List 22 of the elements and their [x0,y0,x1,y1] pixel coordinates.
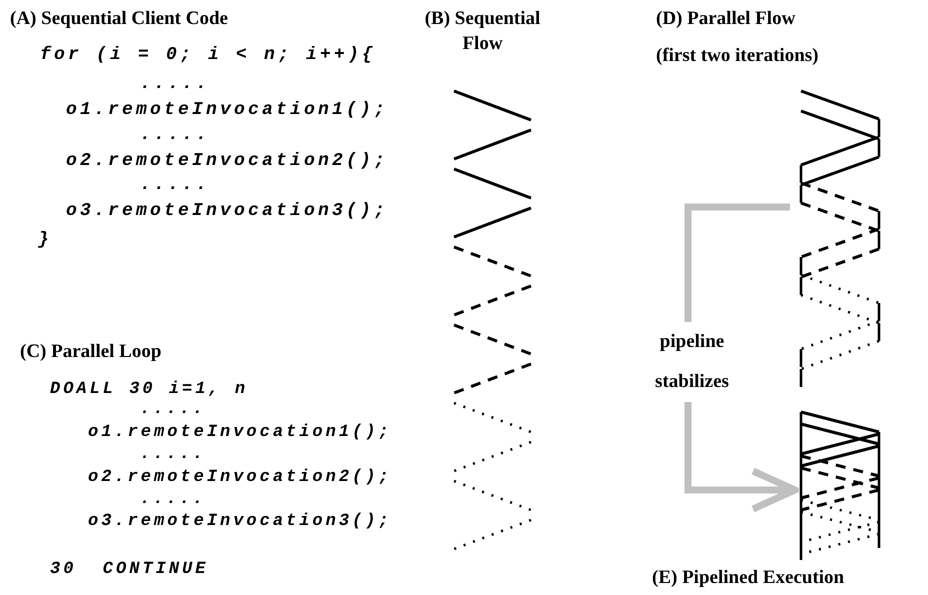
panel-heading: (C) Parallel Loop [20,340,162,364]
code-line: ..... [140,174,210,196]
code-line: for (i = 0; i < n; i++){ [40,44,376,66]
code-line: o1.remoteInvocation1(); [66,99,388,121]
code-line: } [38,229,52,251]
code-line: ..... [140,489,206,511]
code-line: o2.remoteInvocation2(); [88,467,392,489]
panel-heading: (E) Pipelined Execution [652,566,844,590]
panel-heading: (A) Sequential Client Code [10,7,228,31]
code-line: o2.remoteInvocation2(); [66,150,388,172]
panel-heading: (B) Sequential Flow [424,7,542,56]
code-line: 30 CONTINUE [50,559,208,581]
code-line: ..... [140,444,206,466]
panel-heading: (first two iterations) [656,44,819,68]
code-line: ..... [140,73,210,95]
code-line: o3.remoteInvocation3(); [88,511,392,533]
panel-heading: (D) Parallel Flow [656,7,796,31]
code-line: DOALL 30 i=1, n [50,379,248,401]
code-line: ..... [140,399,206,421]
code-line: o1.remoteInvocation1(); [88,422,392,444]
code-line: ..... [140,124,210,146]
code-line: o3.remoteInvocation3(); [66,200,388,222]
